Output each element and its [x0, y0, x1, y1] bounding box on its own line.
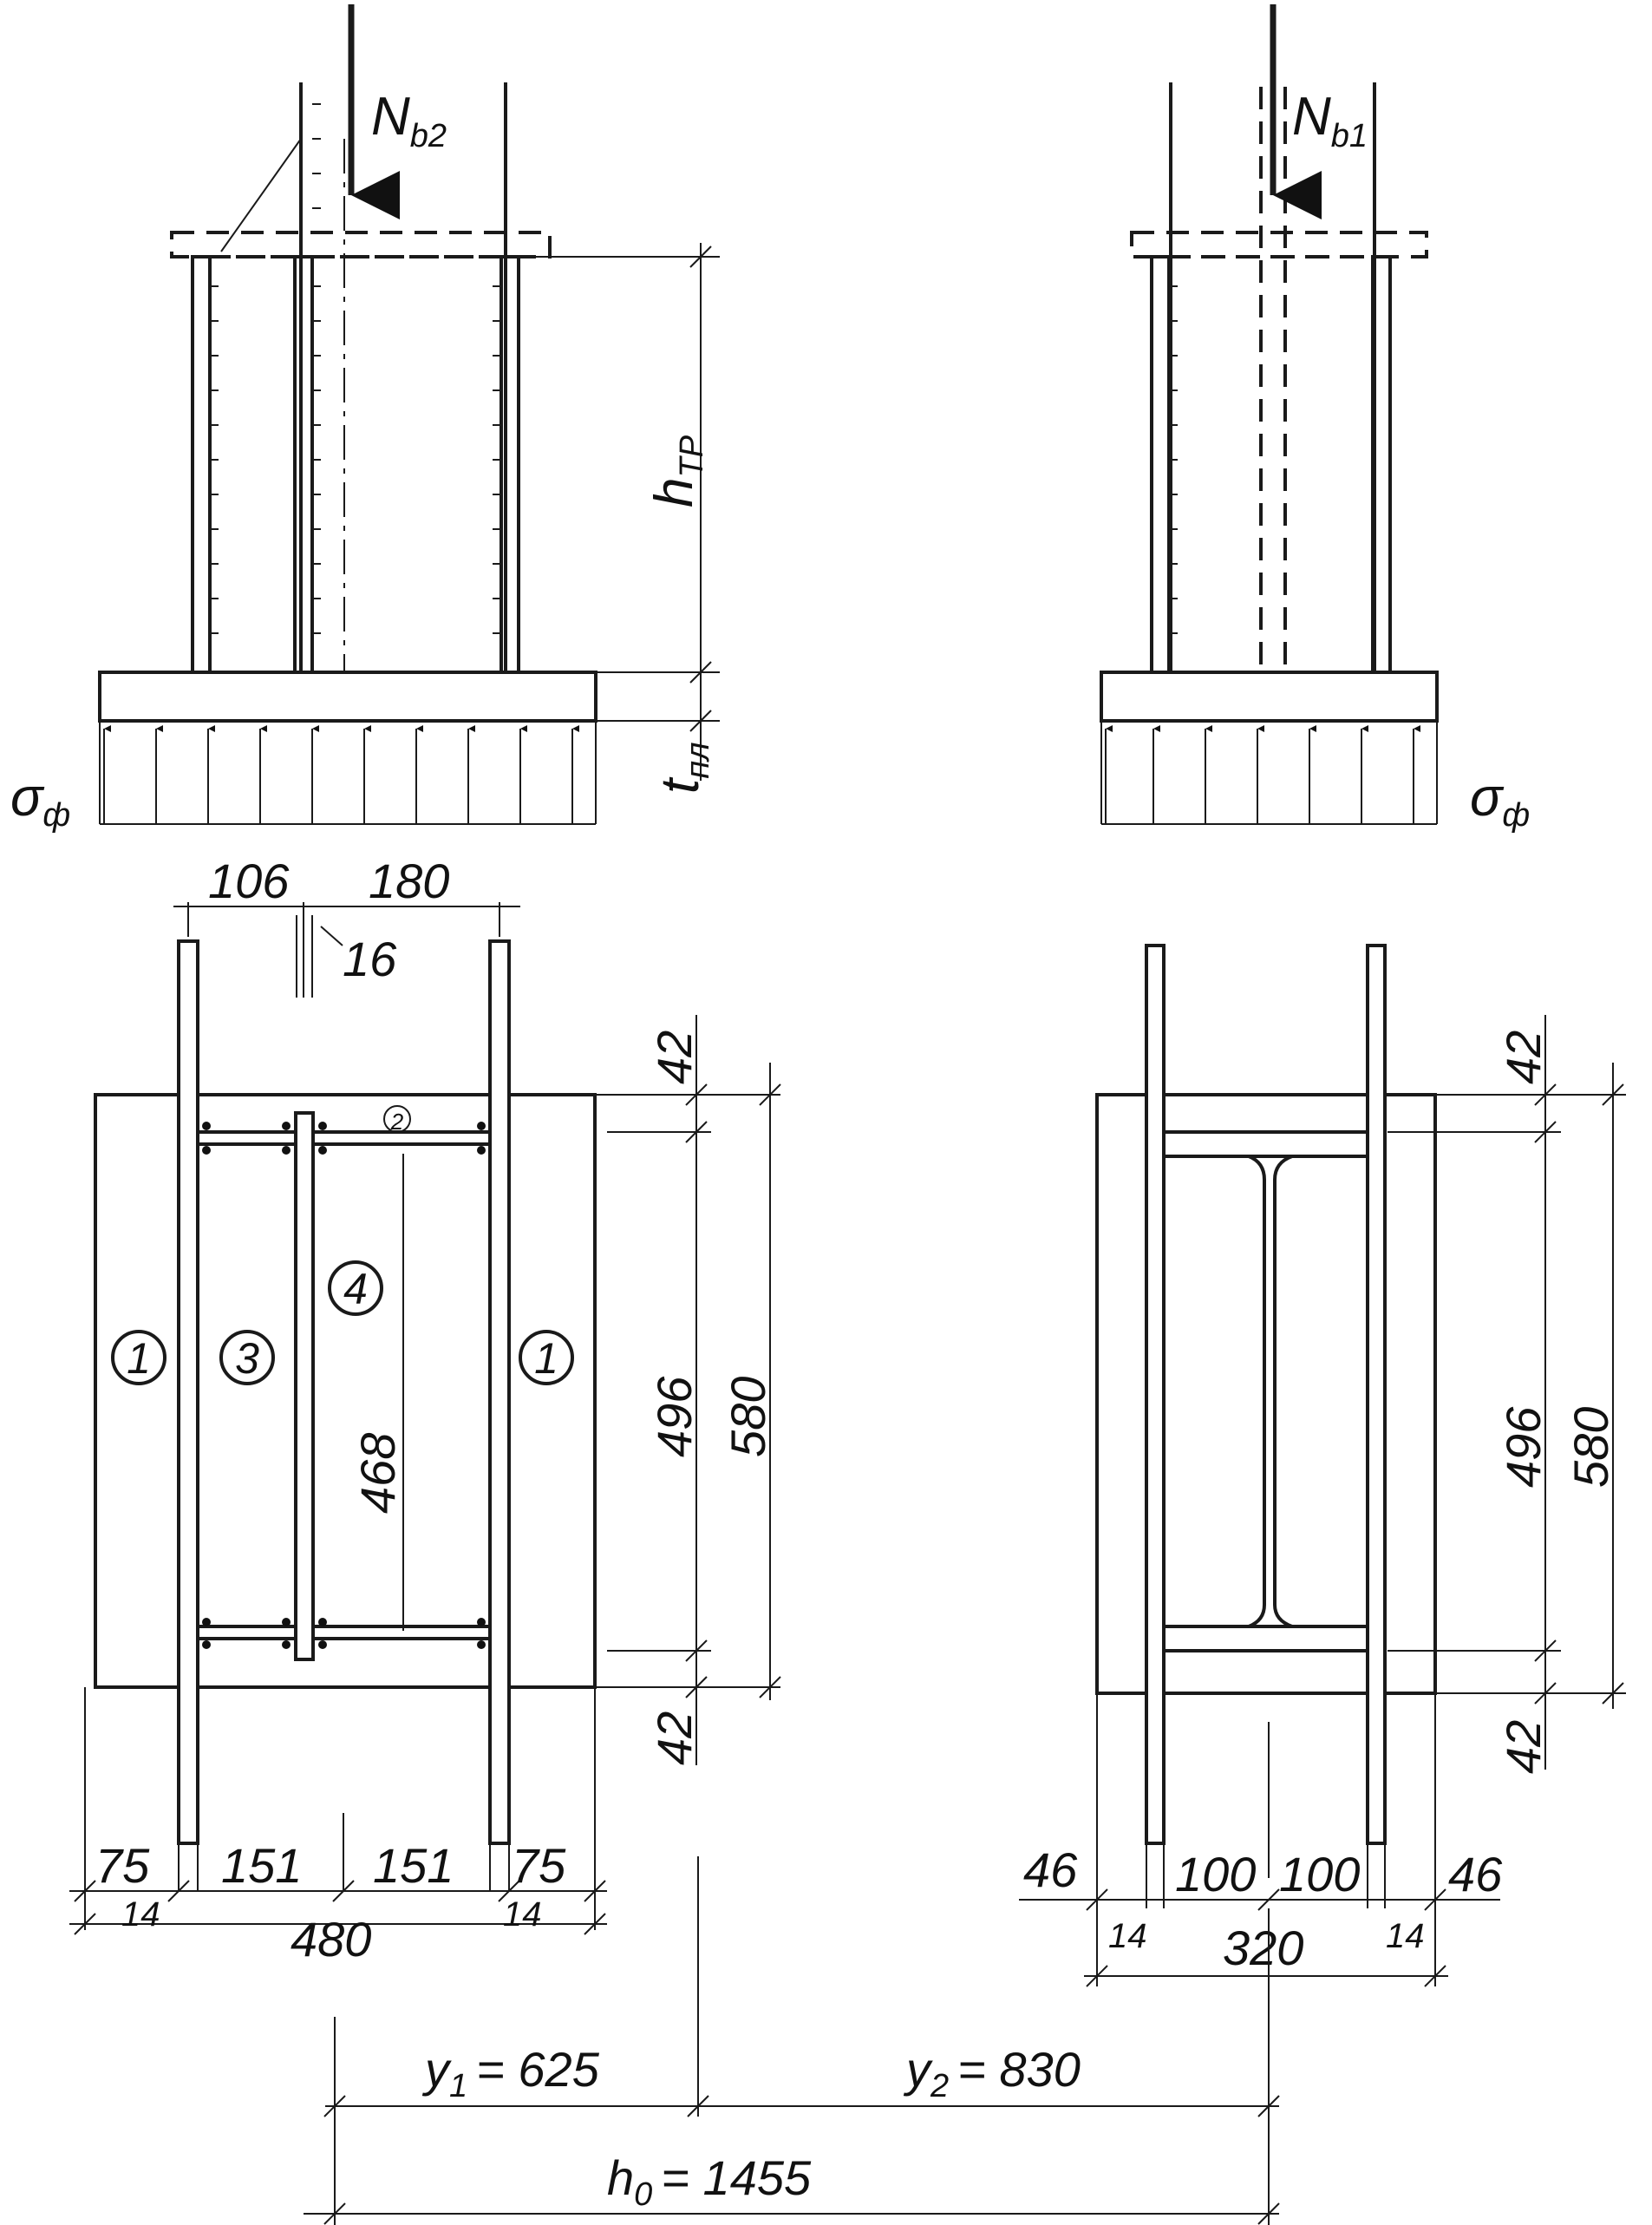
- dim-180: 180: [369, 854, 449, 908]
- dim-42-bottom-r: 42: [1496, 1720, 1551, 1774]
- h0-label: h0= 1455: [607, 2150, 812, 2213]
- dim-100-left: 100: [1175, 1847, 1256, 1901]
- dim-106: 106: [208, 854, 290, 908]
- dim-14-right: 14: [503, 1895, 542, 1934]
- dim-14-left: 14: [121, 1895, 160, 1934]
- height-label-htr: hТР: [644, 435, 710, 507]
- load-label-nb1: Nb1: [1292, 87, 1368, 154]
- plan-right: 42 496 580 42 46 100 100 46 14 14 320: [1019, 944, 1626, 1987]
- marker-1-right: 1: [534, 1334, 558, 1383]
- dim-100-right: 100: [1279, 1847, 1360, 1901]
- dim-46-left: 46: [1023, 1842, 1078, 1897]
- dim-320: 320: [1223, 1921, 1303, 1975]
- load-label-nb2: Nb2: [371, 87, 447, 154]
- marker-4: 4: [343, 1265, 368, 1313]
- bottom-dimensions: y1= 625 y2= 830 h0= 1455: [304, 1856, 1280, 2225]
- dim-496-r: 496: [1496, 1406, 1551, 1488]
- dim-75-left: 75: [95, 1838, 150, 1893]
- dim-580-r: 580: [1564, 1407, 1618, 1488]
- dim-42-top: 42: [647, 1031, 702, 1084]
- dim-151-left: 151: [221, 1838, 302, 1893]
- y1-label: y1= 625: [421, 2042, 600, 2104]
- dim-42-top-r: 42: [1496, 1031, 1551, 1084]
- elevation-left: Nb2 hТР tпл σф: [10, 4, 720, 834]
- dim-496: 496: [647, 1376, 702, 1457]
- marker-1-left: 1: [127, 1334, 151, 1383]
- dim-151-right: 151: [373, 1838, 454, 1893]
- dim-46-right: 46: [1448, 1847, 1503, 1901]
- dim-75-right: 75: [512, 1838, 566, 1893]
- dim-480: 480: [291, 1912, 371, 1967]
- dim-468: 468: [350, 1433, 405, 1514]
- dim-14-right-r: 14: [1386, 1917, 1425, 1955]
- dim-42-bottom: 42: [647, 1711, 702, 1765]
- plan-left: 1 3 4 1 2: [69, 854, 781, 1967]
- marker-2: 2: [390, 1109, 404, 1135]
- pressure-label-right: σф: [1470, 768, 1530, 834]
- marker-3: 3: [235, 1334, 259, 1383]
- dim-16: 16: [343, 932, 397, 986]
- pressure-label-left: σф: [10, 768, 70, 834]
- dim-580: 580: [721, 1377, 775, 1457]
- elevation-right: Nb1 σф: [1100, 4, 1530, 834]
- plate-thickness-label: tпл: [650, 742, 716, 794]
- y2-label: y2= 830: [903, 2042, 1081, 2104]
- dim-14-left-r: 14: [1108, 1917, 1147, 1955]
